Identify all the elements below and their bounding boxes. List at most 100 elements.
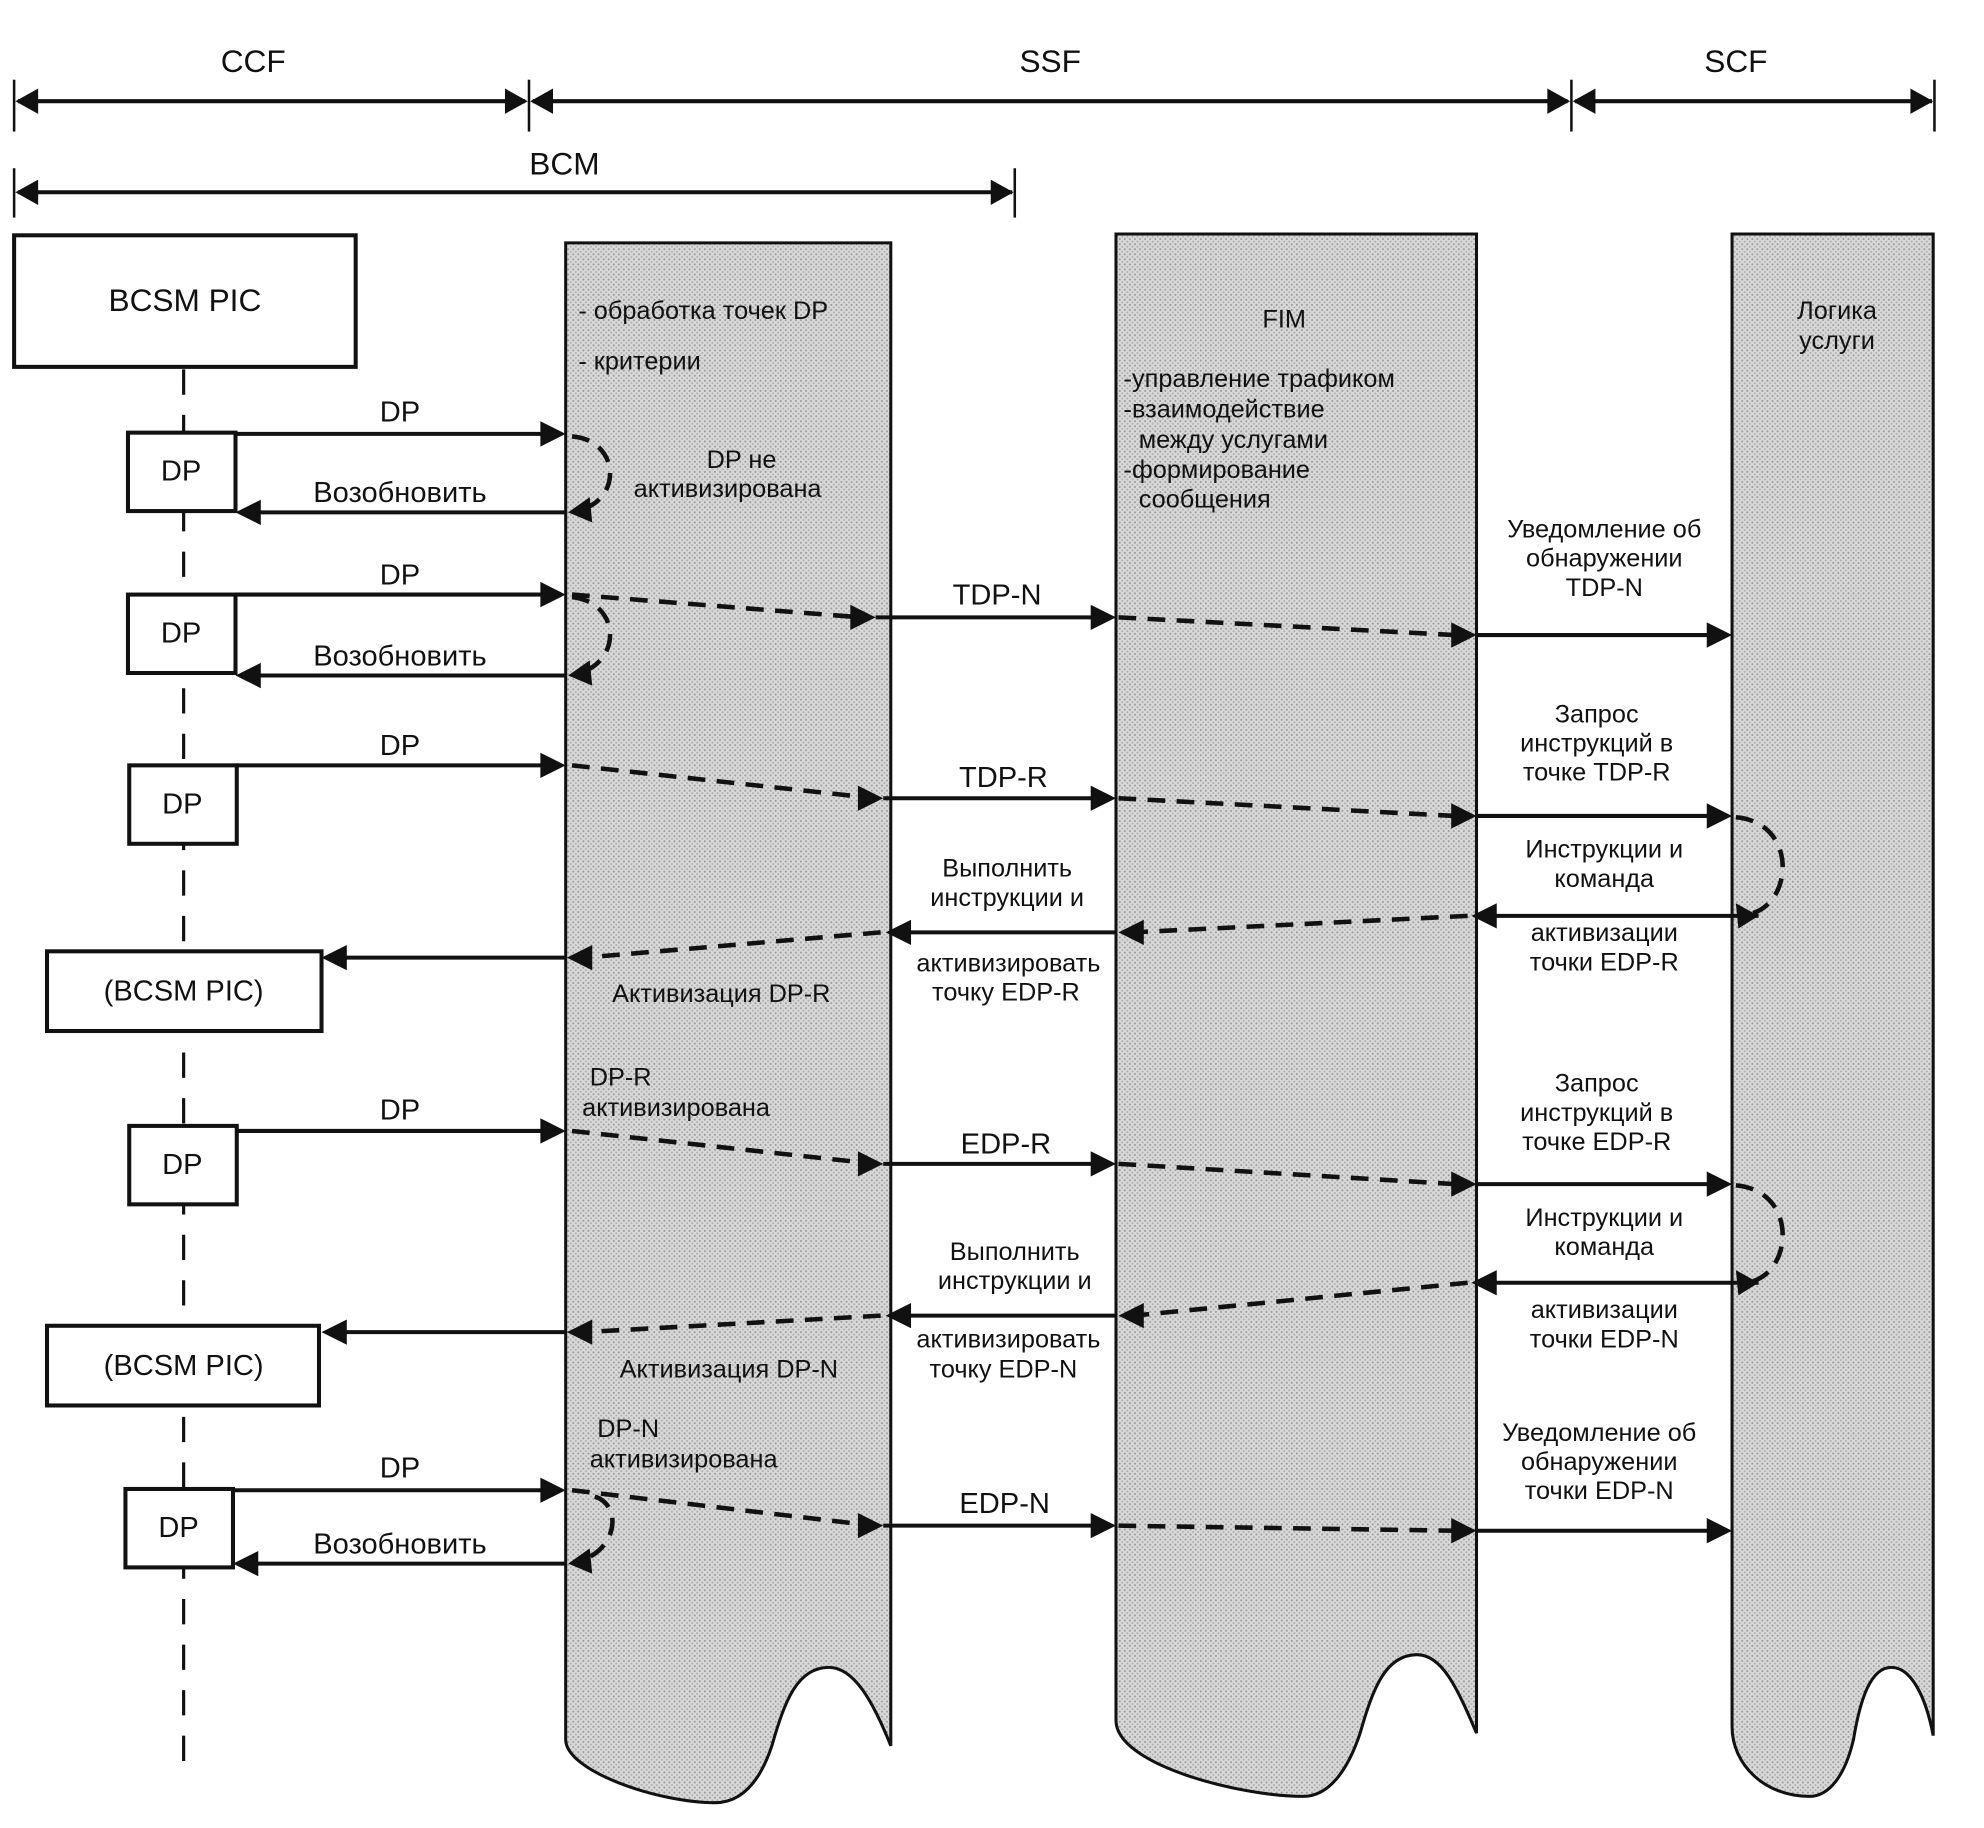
scf-column-text: Логика услуги [1797,297,1878,355]
dp-box-label: DP [162,788,202,820]
tdp-n-label: TDP-N [953,580,1042,612]
execute-edp-n-label: активизировать [916,1325,1100,1353]
dp-box [127,763,239,846]
row-tdp-n: DP DP Возобновить TDP-N Уведомление об о… [125,516,1733,689]
request-edp-r-label: Запрос [1555,1070,1639,1098]
dp-n-active-label: активизирована [590,1445,779,1473]
arrowhead-right [1090,604,1116,630]
bcm-return-dashed-arrow [584,1313,881,1335]
execute-edp-r-label: инструкции и [930,884,1084,912]
arrowhead-right [540,1118,566,1144]
dp-box [125,430,238,514]
arrowhead-right [857,1151,884,1177]
dp-box [125,592,238,676]
bcm-return-dashed-arrow [584,930,881,960]
dp-box-label: DP [158,1512,198,1544]
activate-dp-n-label: Активизация DP-N [620,1356,838,1384]
ssf-label: SSF [1019,43,1080,79]
arrowhead-left [235,662,261,689]
arrowhead-loop-end [1735,903,1759,929]
bcm-label: BCM [529,146,599,182]
dp-not-active-label: DP не [707,446,777,474]
instructions-label: команда [1554,1233,1655,1261]
arrowhead-right [1706,803,1733,829]
edp-n-label: EDP-N [959,1488,1049,1520]
arrowhead-right [1451,1171,1477,1197]
resume-label: Возобновить [313,477,486,509]
resume-label: Возобновить [313,1528,486,1560]
arrowhead-right [540,1477,566,1503]
activate-dp-r-label: Активизация DP-R [612,980,830,1008]
bcsm-pic-label: (BCSM PIC) [104,1350,264,1382]
arrowhead-right [1706,1518,1733,1544]
instructions-label: Инструкции и [1525,836,1683,864]
arrowhead-left [568,1548,593,1574]
edp-n-dashed-arrow [571,1487,864,1527]
execute-edp-r-label: Выполнить [942,855,1072,883]
dp-box [127,1123,239,1207]
arrowhead-left [1572,88,1596,114]
dp-box-label: DP [161,618,201,650]
arrowhead-right [540,421,566,447]
request-edp-r-label: инструкций в [1520,1099,1673,1127]
arrowhead-left [566,944,593,971]
activate-edp-r-label: активизации [1531,919,1678,947]
arrowhead-right [1451,622,1477,648]
arrowhead-right [1090,785,1116,811]
arrowhead-right [857,785,884,811]
resume-label: Возобновить [313,640,486,672]
instructions-label: Инструкции и [1525,1204,1683,1232]
arrowhead-left [321,1319,347,1345]
dp-arrow-label: DP [380,559,420,591]
execute-edp-r-label: активизировать [916,950,1100,978]
request-tdp-r-label: точке TDP-R [1523,759,1671,787]
arrowhead-left [1118,1303,1144,1329]
activate-edp-n-label: активизации [1531,1296,1678,1324]
scf-loop-dashed-arrow [1735,814,1785,916]
bcsm-pic-label: (BCSM PIC) [104,976,264,1008]
arrowhead-right [540,752,566,779]
request-tdp-r-label: инструкций в [1520,729,1673,757]
fim-column-text: FIM -управление трафиком -взаимодействие… [1124,306,1395,514]
arrowhead-left [568,660,593,686]
notify-tdp-n-label: обнаружении [1526,545,1683,573]
arrowhead-left [530,88,554,114]
dp-n-active-label: DP-N [597,1415,659,1443]
loopback-dashed-arrow [571,434,613,513]
notify-edp-n-label: обнаружении [1521,1448,1678,1476]
row-dp-not-activated: DP DP Возобновить DP не активизирована [125,396,823,525]
instructions-label: команда [1554,865,1655,893]
row-edp-n: DP-N активизирована DP DP Возобновить ED… [123,1415,1733,1577]
arrowhead-left [1118,919,1144,945]
fim-item: -управление трафиком [1124,365,1395,393]
execute-edp-n-label: инструкции и [938,1267,1092,1295]
ccf-label: CCF [221,43,286,79]
bcm-item: - критерии [578,347,700,375]
notify-tdp-n-label: TDP-N [1566,574,1643,602]
arrowhead-right [1090,1151,1116,1177]
fim-item: -формирование [1124,456,1310,484]
functional-entity-extents: CCF SSF SCF BCM [12,43,1936,218]
request-edp-r-label: точке EDP-R [1522,1128,1671,1156]
dp-not-active-label: активизирована [634,475,823,503]
fim-item: между услугами [1139,426,1328,454]
arrowhead-right [850,604,876,630]
activate-edp-r-label: точки EDP-R [1530,948,1679,976]
service-logic-title: Логика [1797,297,1878,325]
arrowhead-left [232,1550,259,1577]
arrowhead-right [504,88,528,114]
arrowhead-left [568,497,593,523]
fim-return-dashed-arrow [1133,913,1468,935]
arrowhead-right [1706,1171,1733,1197]
arrowhead-left [1471,1270,1497,1296]
dp-arrow-label: DP [380,730,420,762]
arrowhead-left [235,499,261,525]
loopback-dashed-arrow [571,594,613,676]
bcm-column-text: - обработка точек DP - критерии [578,297,828,376]
execute-edp-n-label: Выполнить [950,1238,1080,1266]
bcsm-pic-box [44,1323,322,1408]
arrowhead-right [540,581,566,608]
dp-arrow-label: DP [380,1453,420,1485]
bcm-processing-column [564,241,893,1805]
fim-column [1114,232,1479,1798]
